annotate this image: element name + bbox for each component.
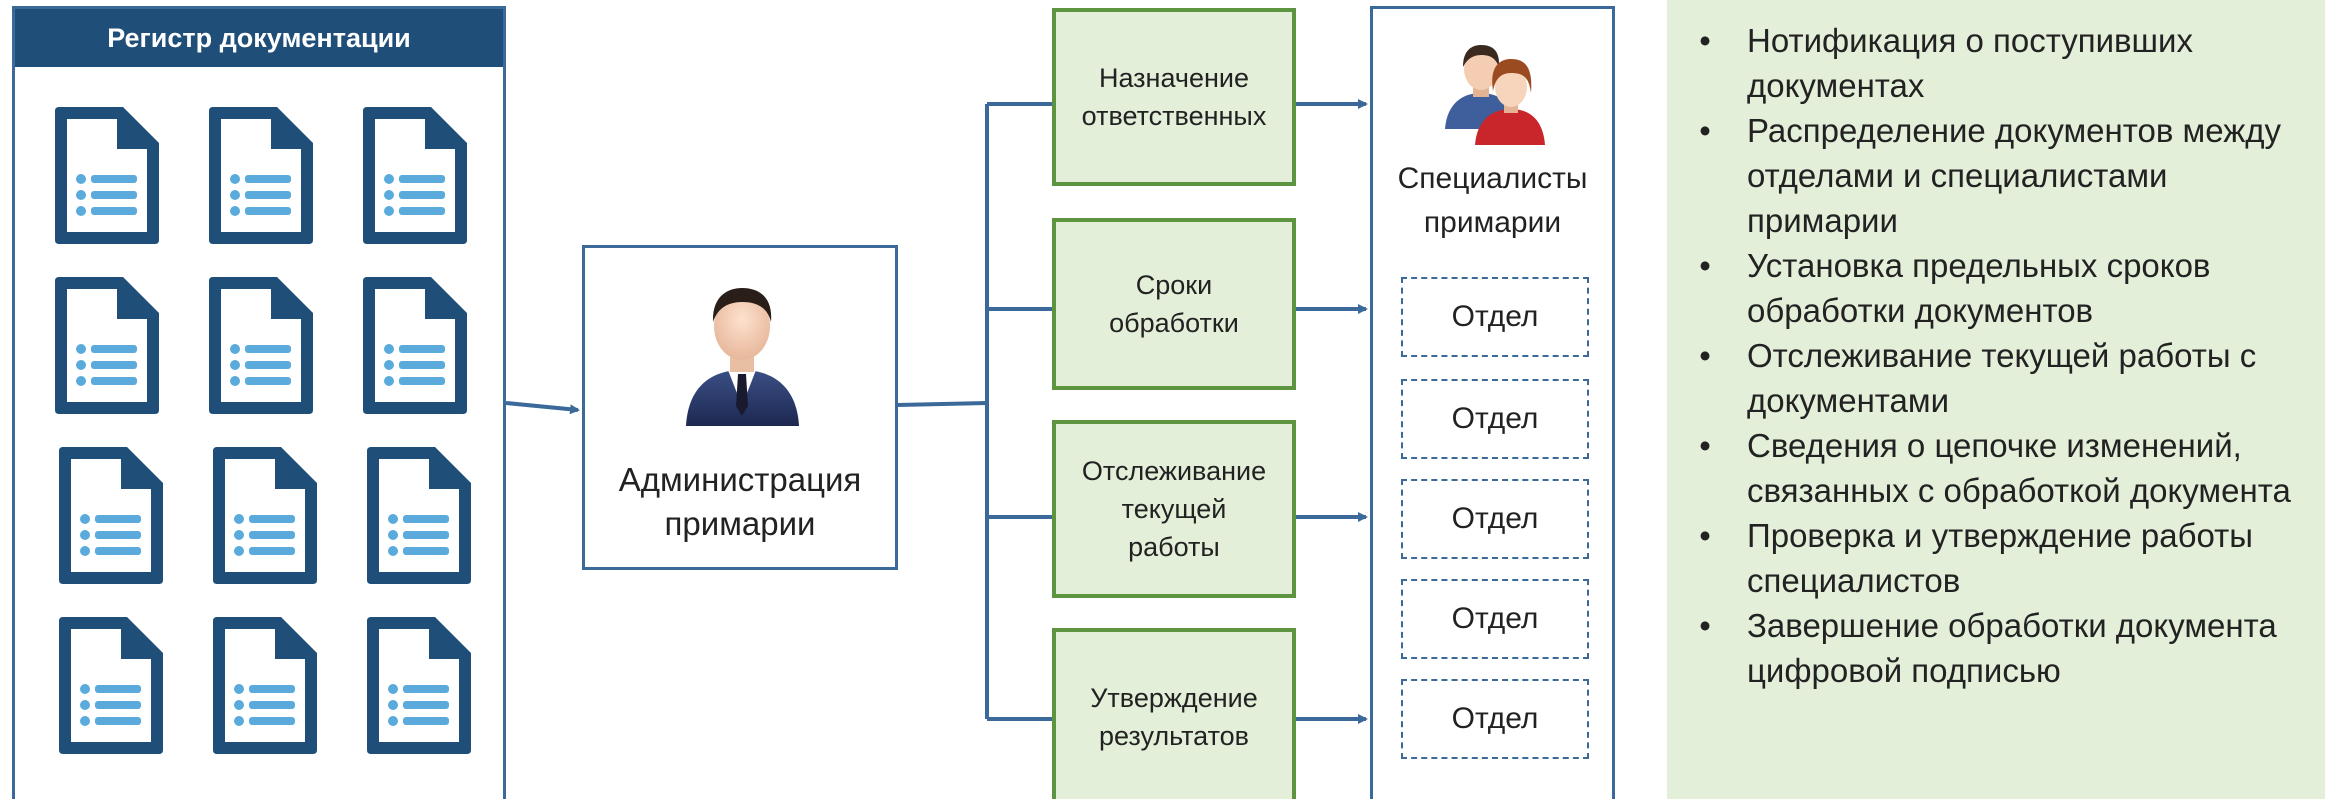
feature-text: Сведения о цепочке изменений, связанных … xyxy=(1747,427,2291,509)
bullet: • xyxy=(1699,337,1711,374)
document-list-icon xyxy=(209,443,321,588)
document-list-icon xyxy=(209,613,321,758)
document-list-icon xyxy=(359,103,471,248)
bullet: • xyxy=(1699,247,1711,284)
department-box: Отдел xyxy=(1401,277,1589,357)
document-list-icon xyxy=(205,103,317,248)
feature-text: Распределение документов между отделами … xyxy=(1747,112,2282,239)
bullet: • xyxy=(1699,22,1711,59)
feature-item: • Распределение документов между отделами… xyxy=(1667,108,2305,243)
specialists-panel: Специалисты примарии Отдел Отдел Отдел О… xyxy=(1370,6,1615,799)
bullet: • xyxy=(1699,427,1711,464)
document-registry-panel: Регистр документации xyxy=(12,6,506,799)
users-icon xyxy=(1445,45,1545,145)
document-list-icon xyxy=(55,443,167,588)
bullet: • xyxy=(1699,112,1711,149)
document-list-icon xyxy=(51,273,163,418)
feature-text: Завершение обработки документа цифровой … xyxy=(1747,607,2277,689)
document-list-icon xyxy=(205,273,317,418)
businessman-icon xyxy=(686,288,799,426)
feature-item: • Сведения о цепочке изменений, связанных… xyxy=(1667,423,2305,513)
administration-label: Администрация примарии xyxy=(618,461,862,542)
connector-admin-to-trunk xyxy=(897,401,988,407)
step-approve-results: Утверждение результатов xyxy=(1052,628,1296,799)
registry-title: Регистр документации xyxy=(15,9,503,67)
feature-item: • Нотификация о поступивших документах xyxy=(1667,18,2305,108)
administration-box: Администрация примарии xyxy=(582,245,898,570)
feature-text: Установка предельных сроков обработки до… xyxy=(1747,247,2211,329)
feature-item: • Установка предельных сроков обработки д… xyxy=(1667,243,2305,333)
specialists-label: Специалисты примарии xyxy=(1397,162,1588,239)
bullet: • xyxy=(1699,607,1711,644)
document-list-icon xyxy=(359,273,471,418)
department-box: Отдел xyxy=(1401,479,1589,559)
department-box: Отдел xyxy=(1401,679,1589,759)
features-list: • Нотификация о поступивших документах • Р… xyxy=(1667,18,2305,693)
step-track-current-work: Отслеживание текущей работы xyxy=(1052,420,1296,598)
department-box: Отдел xyxy=(1401,579,1589,659)
document-list-icon xyxy=(363,613,475,758)
arrow-registry-to-admin xyxy=(505,401,580,415)
department-box: Отдел xyxy=(1401,379,1589,459)
bullet: • xyxy=(1699,517,1711,554)
feature-text: Отслеживание текущей работы с документам… xyxy=(1747,337,2257,419)
features-panel: • Нотификация о поступивших документах • Р… xyxy=(1667,0,2325,799)
step-processing-deadlines: Сроки обработки xyxy=(1052,218,1296,390)
feature-item: • Отслеживание текущей работы с документа… xyxy=(1667,333,2305,423)
feature-text: Нотификация о поступивших документах xyxy=(1747,22,2193,104)
document-list-icon xyxy=(51,103,163,248)
feature-item: • Проверка и утверждение работы специалис… xyxy=(1667,513,2305,603)
feature-text: Проверка и утверждение работы специалист… xyxy=(1747,517,2253,599)
document-list-icon xyxy=(363,443,475,588)
document-list-icon xyxy=(55,613,167,758)
step-assign-responsible: Назначение ответственных xyxy=(1052,8,1296,186)
feature-item: • Завершение обработки документа цифровой… xyxy=(1667,603,2305,693)
